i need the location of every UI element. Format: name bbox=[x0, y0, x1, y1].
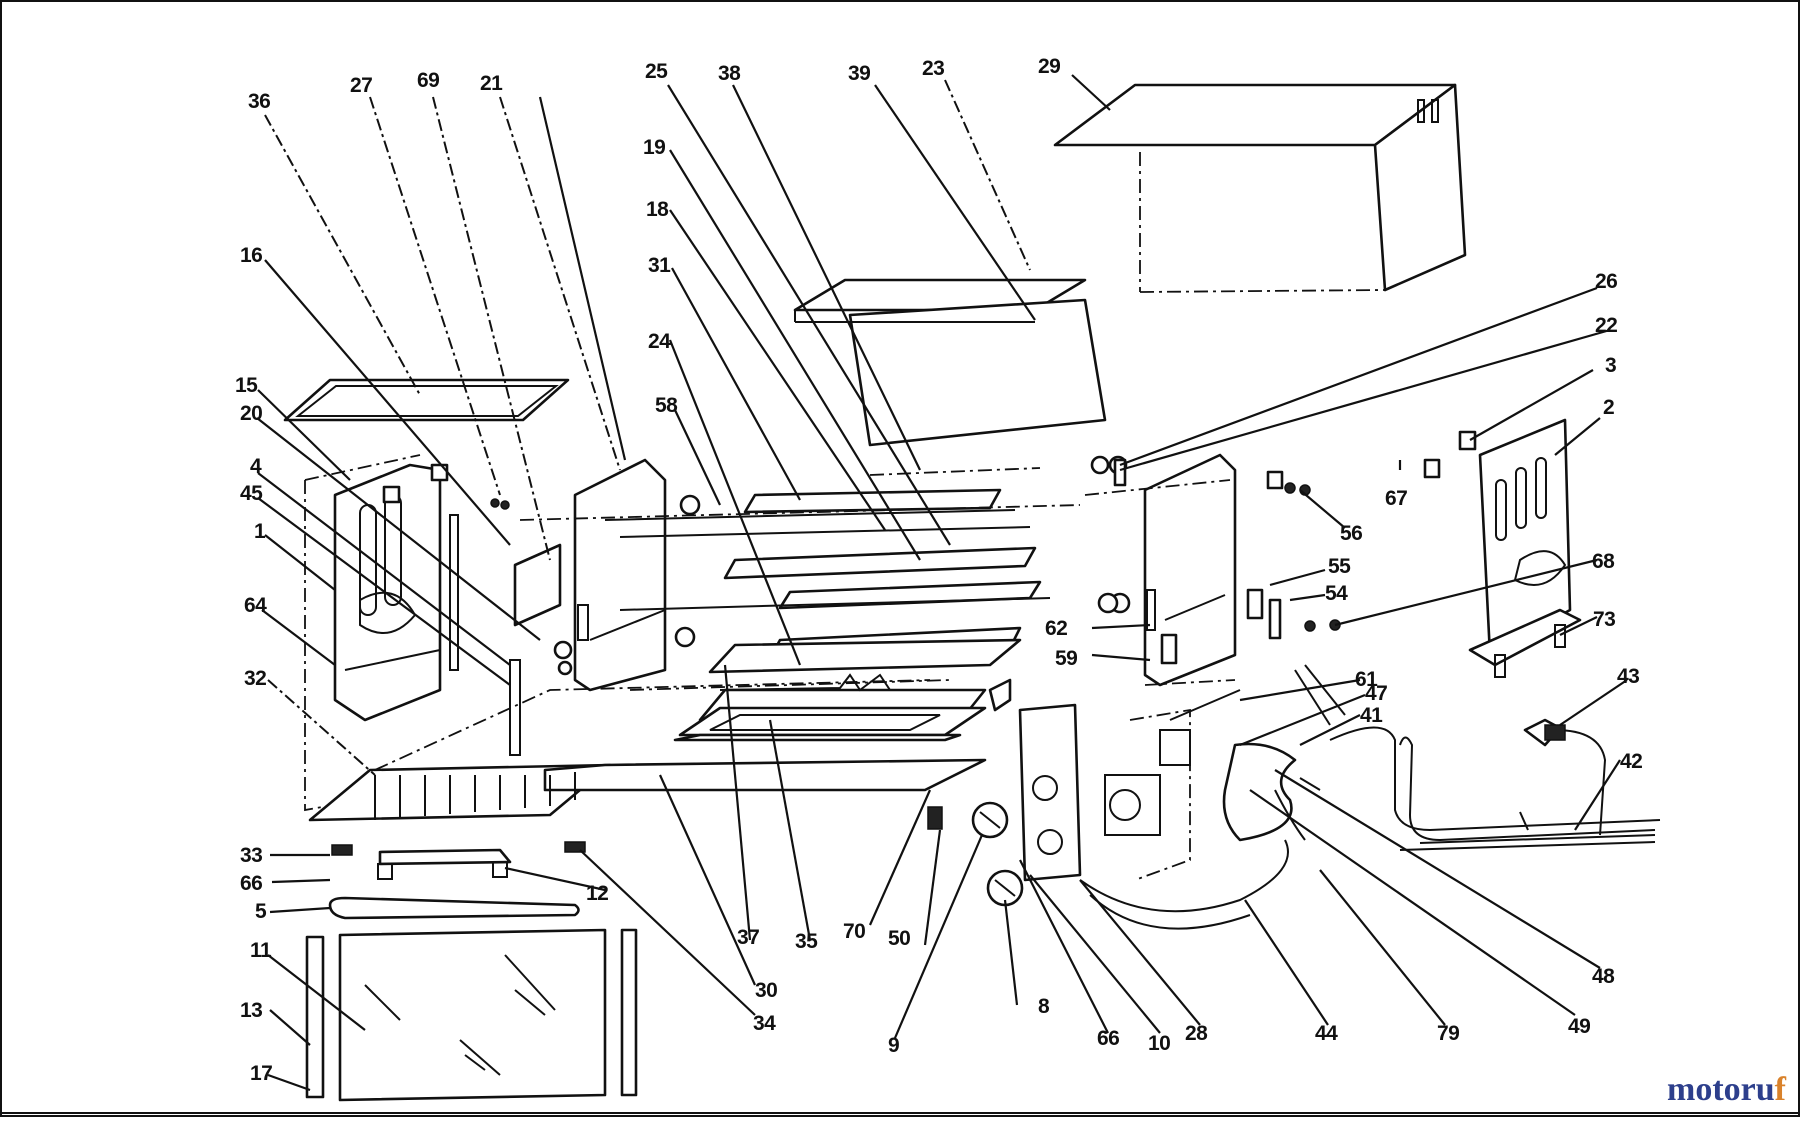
label-43: 43 bbox=[1617, 665, 1639, 688]
label-66-left: 66 bbox=[240, 872, 262, 895]
label-35: 35 bbox=[795, 930, 818, 953]
part-heating-cover bbox=[793, 278, 1107, 447]
label-39: 39 bbox=[848, 62, 870, 85]
label-54: 54 bbox=[1325, 582, 1348, 605]
label-28: 28 bbox=[1185, 1022, 1208, 1045]
part-front-door bbox=[509, 458, 667, 756]
label-29: 29 bbox=[1038, 55, 1060, 78]
leader-lines bbox=[256, 74, 1628, 1092]
callout-labels: 36 27 69 21 25 38 39 23 29 19 18 16 31 2… bbox=[235, 55, 1643, 1085]
part-baking-tray bbox=[673, 673, 987, 742]
label-42: 42 bbox=[1620, 750, 1642, 773]
label-67: 67 bbox=[1385, 487, 1407, 510]
label-1: 1 bbox=[254, 520, 266, 543]
label-11: 11 bbox=[250, 939, 272, 962]
label-61: 61 bbox=[1355, 668, 1378, 691]
part-wiring-harness bbox=[1079, 664, 1661, 930]
label-44: 44 bbox=[1315, 1022, 1338, 1045]
part-control-panel bbox=[927, 678, 1191, 907]
label-3: 3 bbox=[1605, 354, 1616, 377]
label-32: 32 bbox=[244, 667, 266, 690]
label-27: 27 bbox=[350, 74, 372, 97]
label-22: 22 bbox=[1595, 314, 1617, 337]
part-heating-elements bbox=[519, 467, 1081, 691]
part-top-cover bbox=[1053, 83, 1467, 293]
label-21: 21 bbox=[480, 72, 503, 95]
watermark-logo: motoruf bbox=[1667, 1071, 1786, 1109]
label-15: 15 bbox=[235, 374, 258, 397]
label-49: 49 bbox=[1568, 1015, 1590, 1038]
label-19: 19 bbox=[643, 136, 665, 159]
label-56: 56 bbox=[1340, 522, 1362, 545]
part-left-side-panel bbox=[304, 454, 459, 812]
label-24: 24 bbox=[648, 330, 671, 353]
label-59: 59 bbox=[1055, 647, 1077, 670]
label-36: 36 bbox=[248, 90, 270, 113]
label-16: 16 bbox=[240, 244, 262, 267]
label-17: 17 bbox=[250, 1062, 272, 1085]
label-58: 58 bbox=[655, 394, 678, 417]
part-bottom-tray bbox=[308, 679, 987, 822]
label-73: 73 bbox=[1593, 608, 1615, 631]
part-top-tray bbox=[283, 378, 570, 422]
label-47: 47 bbox=[1365, 682, 1387, 705]
label-48: 48 bbox=[1592, 965, 1615, 988]
label-23: 23 bbox=[922, 57, 944, 80]
label-34: 34 bbox=[753, 1012, 776, 1035]
label-31: 31 bbox=[648, 254, 671, 277]
label-79: 79 bbox=[1437, 1022, 1459, 1045]
label-4: 4 bbox=[250, 455, 262, 478]
label-9: 9 bbox=[888, 1034, 899, 1057]
part-right-side-panel bbox=[1468, 418, 1582, 678]
label-25: 25 bbox=[645, 60, 668, 83]
watermark-text: motoruf bbox=[1667, 1071, 1786, 1108]
label-5: 5 bbox=[255, 900, 267, 923]
label-68: 68 bbox=[1592, 550, 1615, 573]
part-door-glass bbox=[305, 841, 638, 1102]
label-70: 70 bbox=[843, 920, 865, 943]
label-13: 13 bbox=[240, 999, 262, 1022]
label-55: 55 bbox=[1328, 555, 1351, 578]
label-50: 50 bbox=[888, 927, 910, 950]
label-66-bottom: 66 bbox=[1097, 1027, 1119, 1050]
label-10: 10 bbox=[1148, 1032, 1170, 1055]
label-33: 33 bbox=[240, 844, 262, 867]
label-20: 20 bbox=[240, 402, 262, 425]
label-8: 8 bbox=[1038, 995, 1050, 1018]
label-64: 64 bbox=[244, 594, 267, 617]
label-26: 26 bbox=[1595, 270, 1617, 293]
label-69: 69 bbox=[417, 69, 439, 92]
label-41: 41 bbox=[1360, 704, 1383, 727]
part-right-inner-panel bbox=[1084, 453, 1237, 687]
label-62: 62 bbox=[1045, 617, 1067, 640]
label-18: 18 bbox=[646, 198, 669, 221]
label-37: 37 bbox=[737, 926, 759, 949]
label-45: 45 bbox=[240, 482, 263, 505]
label-12: 12 bbox=[586, 882, 608, 905]
label-2: 2 bbox=[1603, 396, 1614, 419]
label-38: 38 bbox=[718, 62, 741, 85]
label-30: 30 bbox=[755, 979, 777, 1002]
